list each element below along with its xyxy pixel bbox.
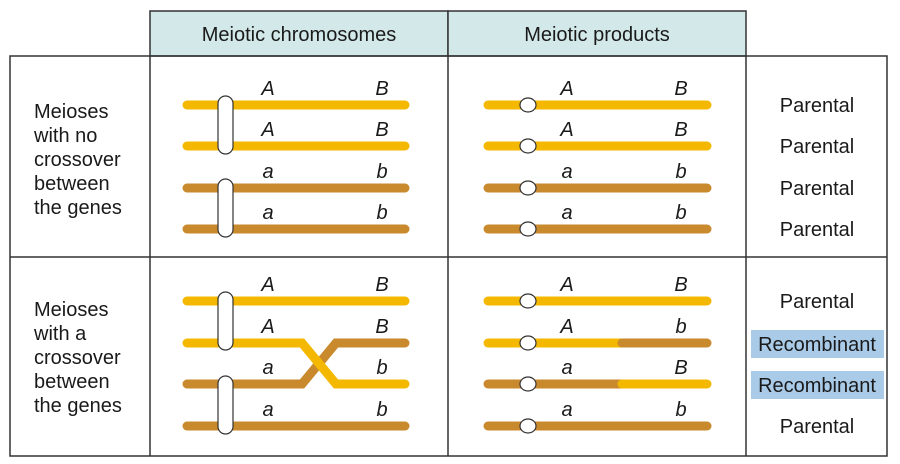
svg-text:a: a xyxy=(262,202,273,224)
svg-text:b: b xyxy=(376,202,387,224)
svg-text:b: b xyxy=(675,316,686,338)
svg-text:A: A xyxy=(260,119,274,141)
svg-text:b: b xyxy=(376,161,387,183)
svg-text:A: A xyxy=(559,316,573,338)
svg-text:A: A xyxy=(559,78,573,100)
svg-text:a: a xyxy=(561,399,572,421)
outcomes-no-crossover: Parental Parental Parental Parental xyxy=(780,95,855,241)
row-label-no-crossover: Meioses with no crossover between the ge… xyxy=(33,101,126,219)
svg-text:b: b xyxy=(675,202,686,224)
outcome-label-recombinant: Recombinant xyxy=(758,375,876,397)
svg-text:a: a xyxy=(561,202,572,224)
gene-labels-products-r1: A B A B a b a b xyxy=(559,78,687,224)
svg-text:a: a xyxy=(262,161,273,183)
svg-text:A: A xyxy=(559,274,573,296)
svg-text:A: A xyxy=(260,316,274,338)
outcome-label: Parental xyxy=(780,219,855,241)
header-products: Meiotic products xyxy=(524,24,670,46)
svg-text:B: B xyxy=(375,119,388,141)
outcome-label: Parental xyxy=(780,95,855,117)
header-chromosomes: Meiotic chromosomes xyxy=(202,24,397,46)
outcome-label: Parental xyxy=(780,416,855,438)
svg-text:b: b xyxy=(376,399,387,421)
svg-text:b: b xyxy=(675,399,686,421)
outcome-label-recombinant: Recombinant xyxy=(758,334,876,356)
chromatid-crossover-upper xyxy=(182,338,410,389)
svg-text:A: A xyxy=(260,78,274,100)
outcomes-crossover: Parental Recombinant Recombinant Parenta… xyxy=(751,291,884,438)
centromere xyxy=(217,95,234,155)
gene-labels-chromosomes-r1: A B A B a b a b xyxy=(260,78,388,224)
svg-text:A: A xyxy=(260,274,274,296)
outcome-label: Parental xyxy=(780,291,855,313)
svg-text:a: a xyxy=(262,357,273,379)
outcome-label: Parental xyxy=(780,136,855,158)
recombinant-highlight xyxy=(751,330,884,358)
svg-text:b: b xyxy=(675,161,686,183)
svg-text:B: B xyxy=(375,78,388,100)
svg-text:B: B xyxy=(674,119,687,141)
svg-text:a: a xyxy=(561,161,572,183)
svg-text:a: a xyxy=(262,399,273,421)
gene-labels-chromosomes-r2: A B A B a b a b xyxy=(260,274,388,421)
svg-text:b: b xyxy=(376,357,387,379)
svg-text:B: B xyxy=(674,274,687,296)
svg-text:B: B xyxy=(375,316,388,338)
recombinant-highlight xyxy=(751,371,884,399)
header-cell-products xyxy=(447,10,747,57)
svg-text:a: a xyxy=(561,357,572,379)
table-grid xyxy=(9,55,888,457)
svg-text:B: B xyxy=(375,274,388,296)
product-centromeres-r1 xyxy=(519,97,537,237)
svg-text:B: B xyxy=(674,78,687,100)
centromere xyxy=(217,291,234,351)
svg-text:B: B xyxy=(674,357,687,379)
product-centromeres-r2 xyxy=(519,293,537,434)
outcome-label: Parental xyxy=(780,178,855,200)
gene-labels-products-r2: A B A b a B a b xyxy=(559,274,687,421)
centromere xyxy=(217,375,234,435)
row-label-crossover: Meioses with a crossover between the gen… xyxy=(33,299,126,417)
centromere xyxy=(217,178,234,238)
header-cell-chromosomes xyxy=(149,10,449,57)
svg-text:A: A xyxy=(559,119,573,141)
